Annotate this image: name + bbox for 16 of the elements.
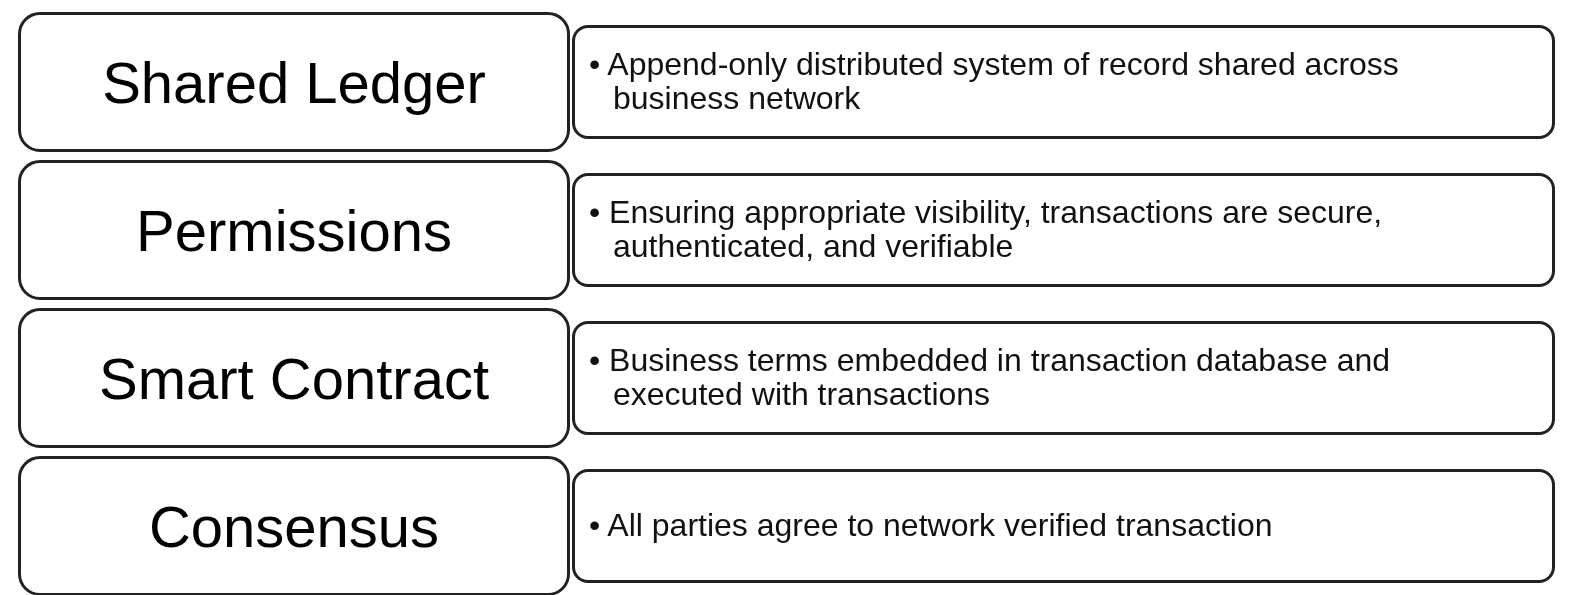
bullet-text: • Ensuring appropriate visibility, transactions are secure, authenticated, and verifiable <box>589 196 1384 264</box>
bullet-text: • Append-only distributed system of record shared across business network <box>589 48 1400 116</box>
description-box <box>572 321 1555 435</box>
description-box <box>572 469 1555 583</box>
description-box <box>572 25 1555 139</box>
term-title: Smart Contract <box>99 344 489 412</box>
description-box <box>572 173 1555 287</box>
bullet-text: • Business terms embedded in transaction database and executed with transactions <box>589 344 1391 412</box>
term-box <box>18 456 570 595</box>
term-title: Permissions <box>136 196 452 264</box>
term-title: Consensus <box>148 492 440 560</box>
term-box <box>18 308 570 448</box>
term-box <box>18 12 570 152</box>
term-title: Shared Ledger <box>102 48 486 116</box>
bullet-text: • All parties agree to network verified transaction <box>589 509 1273 543</box>
term-box <box>18 160 570 300</box>
